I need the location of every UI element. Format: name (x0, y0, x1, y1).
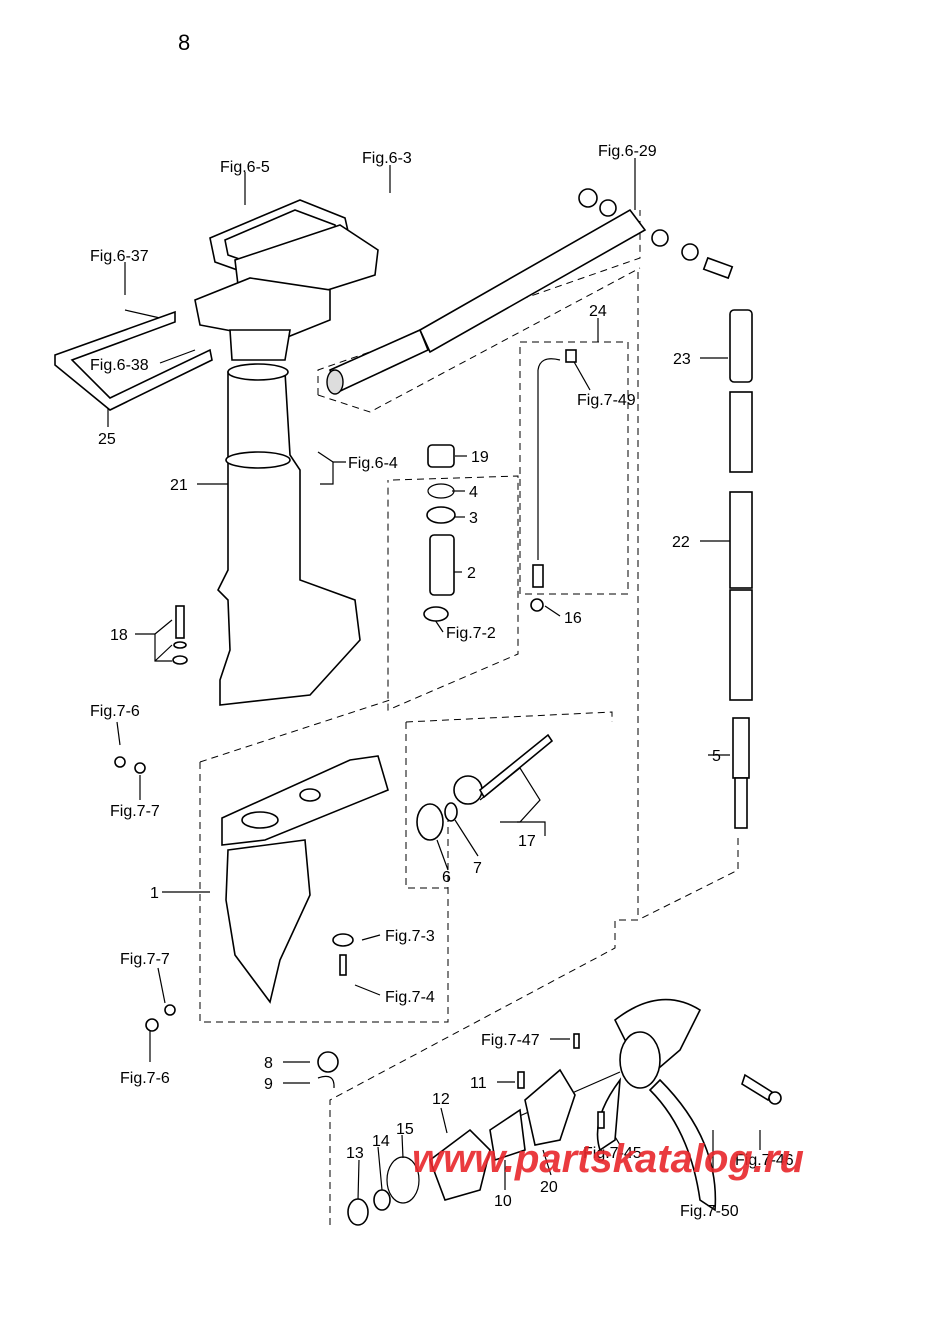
label-fig7-2: Fig.7-2 (446, 625, 496, 642)
label-fig7-46: Fig.7-46 (735, 1152, 794, 1169)
label-part-8: 8 (264, 1055, 273, 1072)
label-fig7-7-upper: Fig.7-7 (110, 803, 160, 820)
label-part-3: 3 (469, 510, 478, 527)
label-part-14: 14 (372, 1133, 390, 1150)
pinion-gear-part (416, 733, 554, 841)
page-number: 8 (178, 30, 190, 55)
label-part-25: 25 (98, 431, 116, 448)
bolt-set-18 (172, 605, 188, 665)
water-pump-part (347, 1068, 576, 1226)
label-part-6: 6 (442, 869, 451, 886)
gear-case-part (221, 755, 389, 1004)
label-fig7-6-upper: Fig.7-6 (90, 703, 140, 720)
label-fig7-4: Fig.7-4 (385, 989, 435, 1006)
label-part-18: 18 (110, 627, 128, 644)
label-part-21: 21 (170, 477, 188, 494)
carry-handle-part (54, 310, 213, 411)
label-part-20: 20 (540, 1179, 558, 1196)
throttle-rod-kit (530, 349, 577, 612)
label-fig6-38: Fig.6-38 (90, 357, 149, 374)
label-fig7-49: Fig.7-49 (577, 392, 636, 409)
label-fig7-47: Fig.7-47 (481, 1032, 540, 1049)
label-part-15: 15 (396, 1121, 414, 1138)
propeller-part (596, 998, 782, 1212)
drive-shaft-housing-top (194, 277, 331, 361)
label-part-17: 17 (518, 833, 536, 850)
label-part-23: 23 (673, 351, 691, 368)
watermark-text: www.partskatalog.ru (412, 1137, 804, 1181)
bearing-stack (423, 444, 456, 622)
label-fig7-6-lower: Fig.7-6 (120, 1070, 170, 1087)
label-fig6-4: Fig.6-4 (348, 455, 398, 472)
shaft-tubes (729, 309, 753, 829)
label-part-1: 1 (150, 885, 159, 902)
label-part-22: 22 (672, 534, 690, 551)
small-hardware (114, 756, 580, 1089)
tiller-arm-part (326, 188, 734, 395)
label-part-16: 16 (564, 610, 582, 627)
label-fig7-3: Fig.7-3 (385, 928, 435, 945)
label-fig7-45: Fig.7-45 (583, 1145, 642, 1162)
label-part-13: 13 (346, 1145, 364, 1162)
label-fig6-5: Fig.6-5 (220, 159, 270, 176)
label-part-12: 12 (432, 1091, 450, 1108)
label-part-7: 7 (473, 860, 482, 877)
label-part-9: 9 (264, 1076, 273, 1093)
callout-labels: Fig.6-5 Fig.6-3 Fig.6-29 Fig.6-37 Fig.6-… (90, 143, 794, 1220)
assembly-group-frames (199, 210, 739, 1228)
label-fig7-50: Fig.7-50 (680, 1203, 739, 1220)
label-part-4: 4 (469, 484, 478, 501)
label-part-10: 10 (494, 1193, 512, 1210)
label-part-19: 19 (471, 449, 489, 466)
leader-lines (107, 158, 761, 1201)
label-fig6-29: Fig.6-29 (598, 143, 657, 160)
drive-shaft-housing (217, 363, 361, 706)
label-part-5: 5 (712, 748, 721, 765)
label-part-24: 24 (589, 303, 607, 320)
label-part-11: 11 (470, 1075, 487, 1092)
label-fig6-37: Fig.6-37 (90, 248, 149, 265)
label-part-2: 2 (467, 565, 476, 582)
label-fig6-3: Fig.6-3 (362, 150, 412, 167)
label-fig7-7-lower: Fig.7-7 (120, 951, 170, 968)
